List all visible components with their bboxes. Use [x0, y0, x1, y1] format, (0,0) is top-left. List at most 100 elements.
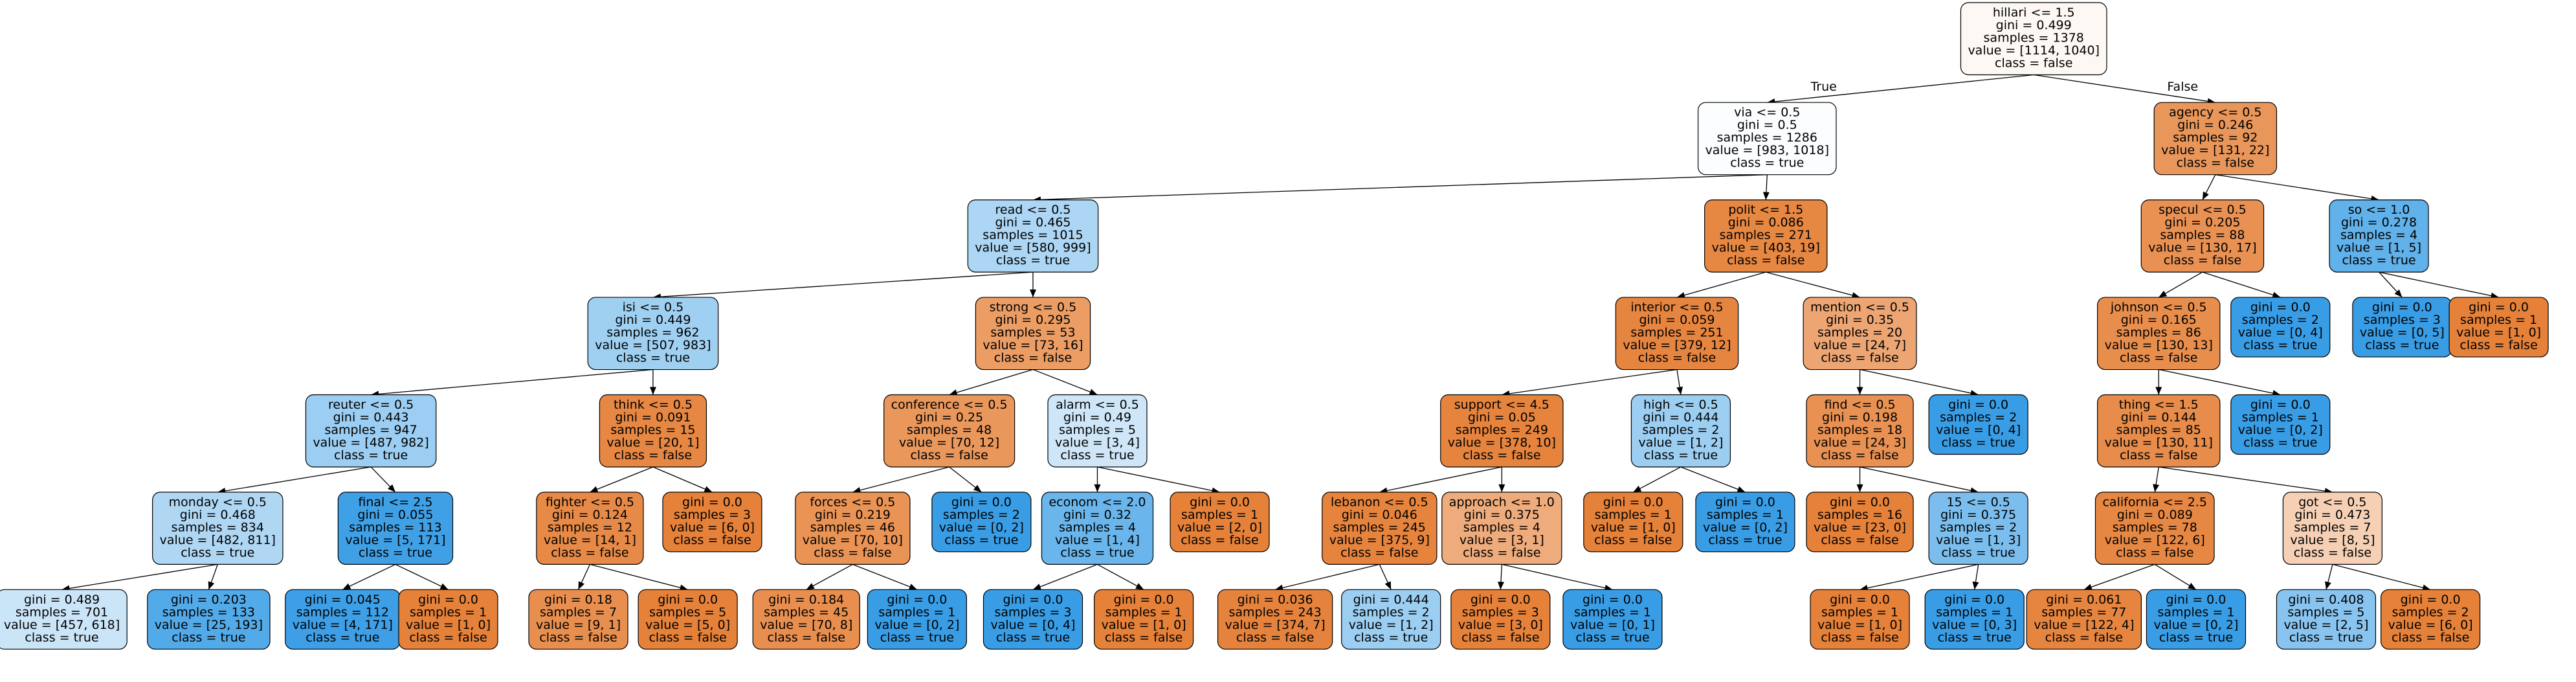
node-text-line: class = false [2459, 338, 2537, 352]
node-text-line: class = false [1181, 533, 1258, 547]
node-text-line: monday <= 0.5 [169, 495, 267, 509]
edge-arrowhead [973, 484, 982, 492]
node-text-line: value = [70, 8] [760, 618, 852, 632]
node-box [2329, 199, 2429, 273]
node-text-line: gini = 0.198 [1822, 410, 1898, 424]
node-box [1562, 589, 1663, 650]
node-text-line: agency <= 0.5 [2169, 106, 2261, 120]
node-text-line: class = true [1060, 448, 1134, 462]
node-text-line: samples = 85 [2116, 423, 2201, 437]
node-text-line: value = [70, 10] [803, 533, 903, 547]
node-text-line: value = [6, 0] [670, 520, 755, 534]
node-text-line: samples = 249 [1456, 423, 1548, 437]
node-text-line: samples = 1 [2157, 605, 2234, 619]
node-text-line: samples = 4 [1059, 520, 1136, 534]
node-text-line: samples = 1378 [1984, 31, 2084, 45]
node-text-line: value = [0, 3] [1932, 618, 2017, 632]
tree-edge [1860, 369, 1979, 396]
node-box [2140, 199, 2265, 273]
node-box [662, 492, 762, 552]
node-text-line: gini = 0.036 [1238, 593, 1313, 607]
node-text-line: gini = 0.0 [1948, 398, 2008, 412]
node-text-line: class = false [768, 630, 845, 644]
node-text-line: high <= 0.5 [1643, 398, 1718, 412]
node-text-line: class = true [305, 630, 379, 644]
node-text-line: samples = 962 [606, 326, 699, 340]
node-text-line: value = [25, 193] [155, 618, 263, 632]
node-text-line: gini = 0.089 [2117, 508, 2193, 522]
node-text-line: samples = 86 [2116, 326, 2201, 340]
node-text-line: gini = 0.0 [1944, 593, 2004, 607]
edge-label-true: True [1810, 80, 1836, 94]
edge-arrowhead [387, 484, 395, 492]
node-text-line: samples = 245 [1333, 520, 1426, 534]
edge-arrowhead [2155, 387, 2162, 395]
node-text-line: value = [131, 22] [2161, 143, 2269, 157]
node-text-line: samples = 92 [2173, 131, 2258, 145]
node-text-line: gini = 0.0 [1471, 593, 1531, 607]
node-box [1094, 589, 1194, 650]
tree-edge [2034, 74, 2215, 103]
node-text-line: class = false [1594, 533, 1672, 547]
node-text-line: samples = 947 [324, 423, 417, 437]
node-text-line: gini = 0.18 [544, 593, 612, 607]
edge-arrowhead [852, 487, 861, 494]
node-text-line: interior <= 0.5 [1630, 301, 1723, 315]
node-text-line: gini = 0.375 [1940, 508, 2016, 522]
node-text-line: value = [507, 983] [595, 338, 711, 352]
node-text-line: value = [1, 0] [2456, 326, 2541, 340]
node-box [2381, 589, 2481, 650]
node-text-line: value = [0, 5] [2360, 326, 2445, 340]
edge-arrowhead [1384, 581, 1392, 590]
node-text-line: samples = 5 [649, 605, 726, 619]
node-text-line: gini = 0.408 [2288, 593, 2364, 607]
tree-edge [852, 466, 949, 493]
node-text-line: value = [0, 2] [1703, 520, 1788, 534]
node-text-line: class = true [996, 630, 1070, 644]
node-text-line: gini = 0.0 [2250, 301, 2311, 315]
tree-edge [1032, 174, 1768, 201]
node-box [2094, 492, 2215, 565]
node-text-line: value = [0, 2] [2238, 423, 2323, 437]
node-text-line: class = true [25, 630, 98, 644]
node-text-line: gini = 0.0 [2401, 593, 2461, 607]
node-text-line: samples = 2 [1642, 423, 1719, 437]
node-text-line: polit <= 1.5 [1728, 203, 1803, 217]
node-text-line: value = [378, 10] [1448, 435, 1556, 449]
node-box [638, 589, 738, 650]
node-text-line: samples = 78 [2113, 520, 2197, 534]
node-text-line: samples = 4 [2340, 228, 2417, 242]
node-text-line: value = [20, 1] [606, 435, 699, 449]
node-text-line: class = true [1060, 545, 1134, 560]
node-box [795, 492, 911, 565]
